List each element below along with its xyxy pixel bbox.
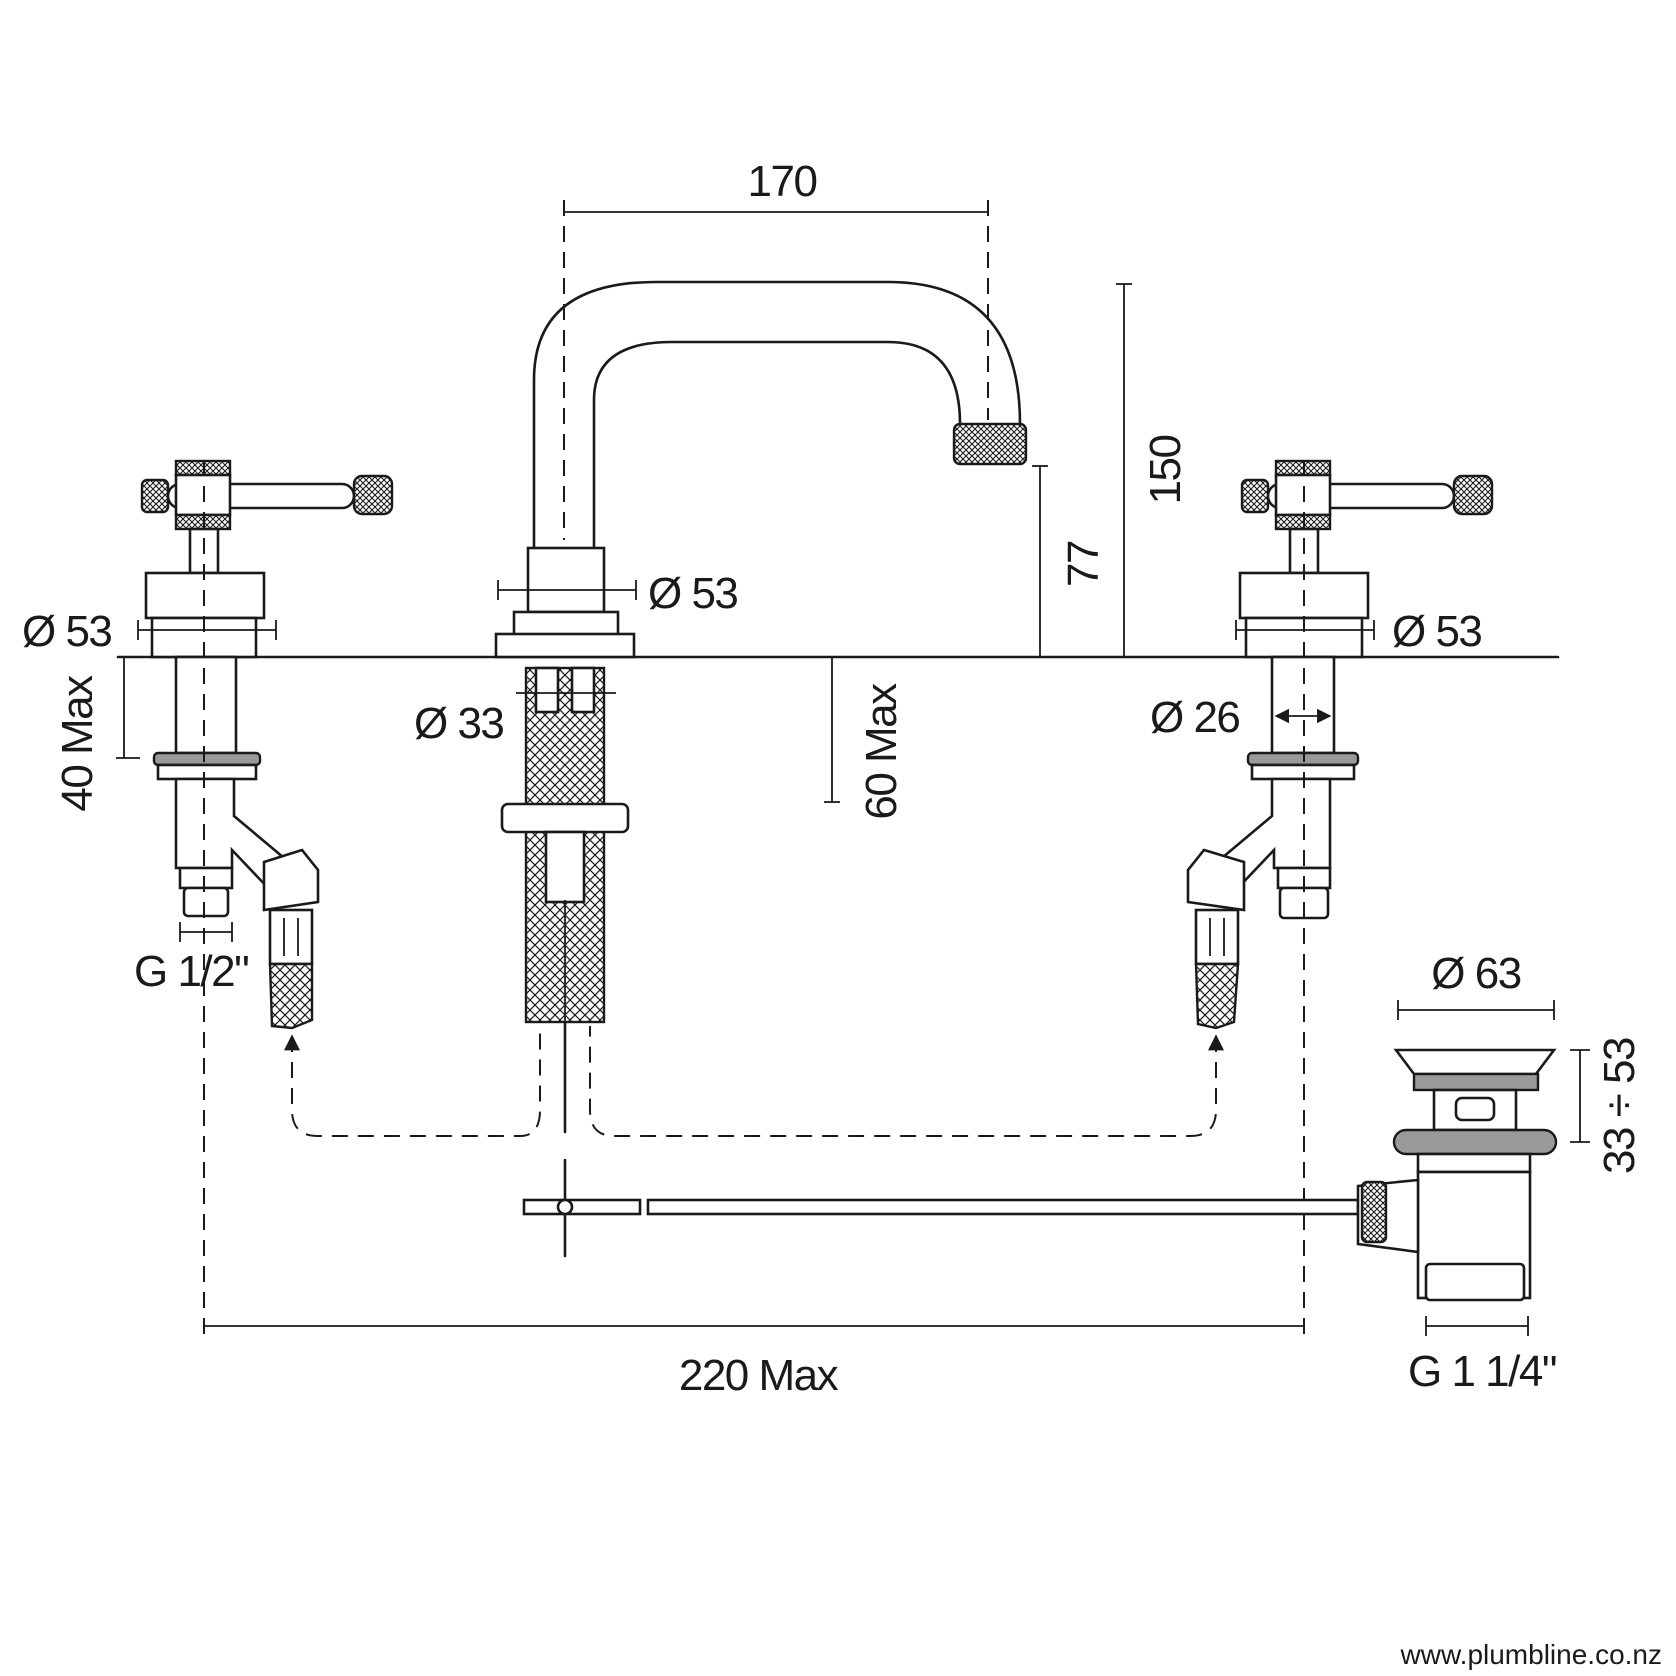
deck-thickness-spout-label: 60 Max (857, 683, 906, 820)
waste-diameter-label: Ø 63 (1431, 949, 1520, 998)
spout-outlet-height-label: 77 (1059, 541, 1108, 587)
waste-outlet (1356, 1048, 1558, 1302)
left-handle-diameter-label: Ø 53 (22, 607, 111, 656)
waste-thread-label: G 1 1/4" (1408, 1347, 1556, 1396)
dimension-lines (116, 200, 1590, 1336)
spout-aerator (952, 422, 1028, 466)
left-handle-end-knurl (140, 478, 170, 514)
valve-thread-label: G 1/2" (134, 947, 248, 996)
right-hose-route (589, 1026, 1224, 1137)
right-valve (1186, 459, 1494, 1340)
waste-height-range-label: 33 ÷ 53 (1595, 1038, 1644, 1174)
deck-thickness-valves-label: 40 Max (53, 675, 102, 812)
spout-reach-label: 170 (748, 157, 817, 206)
left-valve (140, 459, 394, 1340)
valve-shank-diameter-label: Ø 26 (1150, 693, 1239, 742)
spout-base-diameter-label: Ø 53 (648, 569, 737, 618)
waste-rod-knurl (1360, 1180, 1388, 1244)
centre-distance-label: 220 Max (679, 1351, 839, 1400)
right-handle-end-knurl (1240, 478, 1270, 514)
watermark-url: www.plumbline.co.nz (1400, 1639, 1662, 1670)
spout-shank-diameter-label: Ø 33 (414, 699, 503, 748)
overall-height-label: 150 (1141, 436, 1190, 505)
pop-up-rod (522, 1020, 1360, 1258)
right-handle-diameter-label: Ø 53 (1392, 607, 1481, 656)
left-hose-route (284, 1026, 541, 1137)
spout (494, 280, 1028, 1024)
left-handle-tip-knurl (352, 474, 394, 516)
right-handle-tip-knurl (1452, 474, 1494, 516)
